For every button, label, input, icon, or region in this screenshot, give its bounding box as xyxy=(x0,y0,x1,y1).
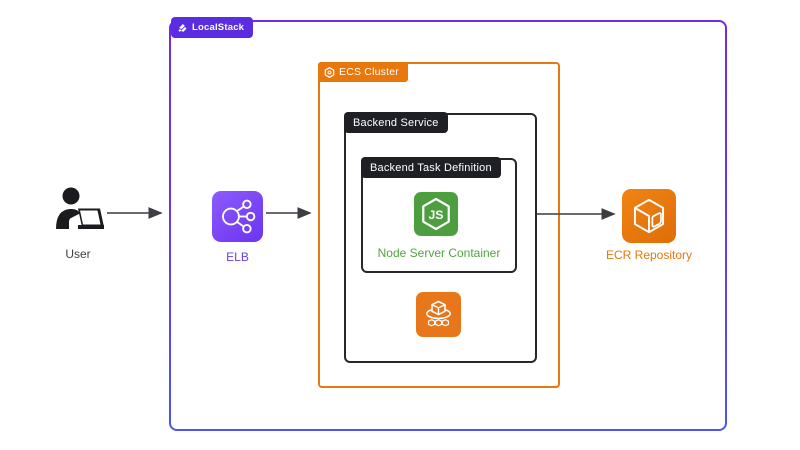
localstack-badge-label: LocalStack xyxy=(192,22,245,33)
elb-glyph xyxy=(222,199,256,234)
node-container-label: Node Server Container xyxy=(377,246,501,260)
ecr-glyph xyxy=(633,198,665,234)
ecs-cluster-box xyxy=(318,62,560,388)
ecs-containers-glyph xyxy=(426,300,451,327)
nodejs-glyph: JS xyxy=(422,197,450,231)
user-label: User xyxy=(65,247,91,261)
backend-task-definition-label: Backend Task Definition xyxy=(370,161,492,174)
nodejs-hexagon-icon: JS xyxy=(414,192,458,236)
ecs-hexagon-icon xyxy=(324,66,335,78)
ecr-cube-icon xyxy=(622,189,676,243)
backend-task-definition-badge: Backend Task Definition xyxy=(361,157,501,178)
person-at-laptop-icon xyxy=(50,185,106,241)
localstack-badge: LocalStack xyxy=(171,17,254,38)
user-glyph xyxy=(56,187,104,229)
backend-service-badge: Backend Service xyxy=(344,112,448,133)
load-balancer-icon xyxy=(212,191,263,242)
ecs-containers-icon xyxy=(416,292,461,337)
svg-text:JS: JS xyxy=(428,208,443,222)
elb-label: ELB xyxy=(226,250,249,264)
ecr-repository-label: ECR Repository xyxy=(605,248,693,262)
backend-service-label: Backend Service xyxy=(353,116,439,129)
localstack-logo-icon xyxy=(178,24,187,32)
ecs-cluster-badge: ECS Cluster xyxy=(318,62,408,82)
ecs-cluster-label: ECS Cluster xyxy=(339,66,399,78)
